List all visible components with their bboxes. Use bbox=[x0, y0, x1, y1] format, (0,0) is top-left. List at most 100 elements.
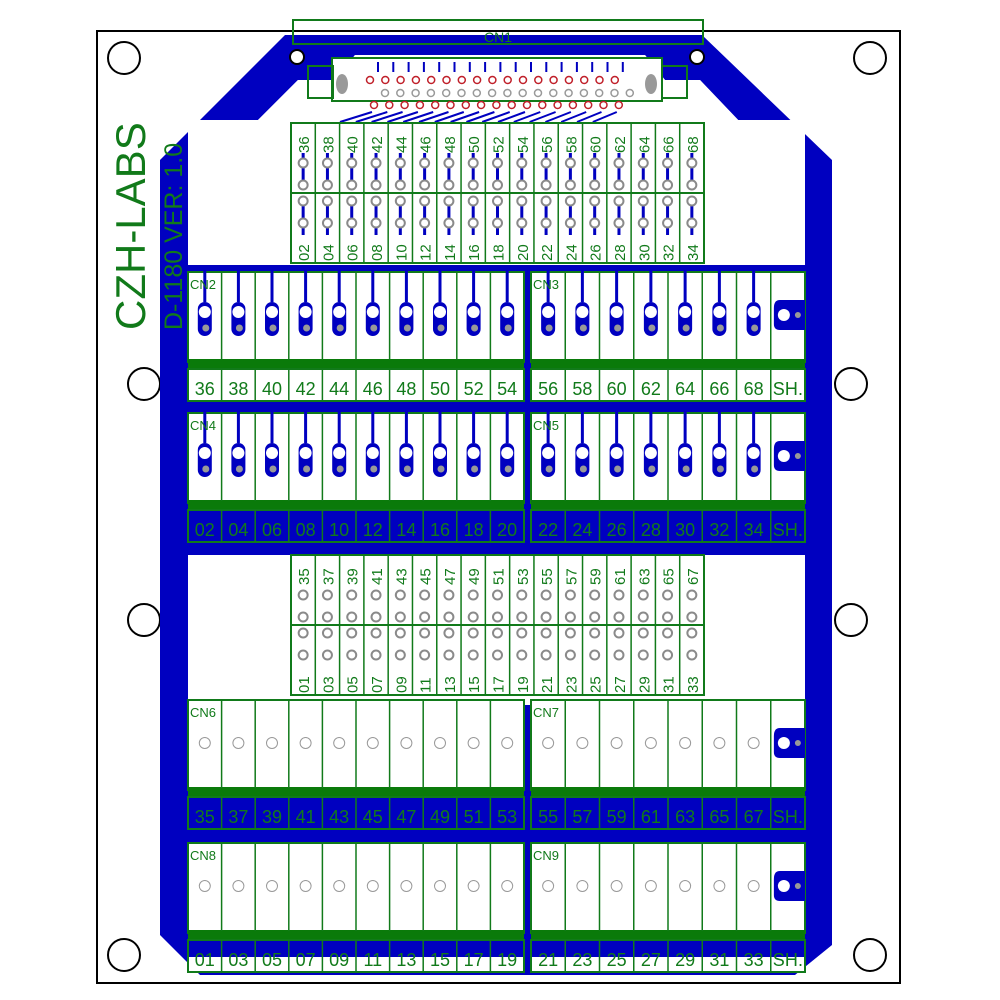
terminal-block-label: CN3 bbox=[533, 277, 559, 292]
terminal-pin-label: 23 bbox=[572, 950, 592, 970]
pin-icon bbox=[553, 100, 562, 110]
mount-hole-icon bbox=[853, 41, 887, 75]
header-pad-icon bbox=[589, 589, 601, 601]
terminal-pad-icon bbox=[644, 880, 657, 892]
terminal-block-label: CN7 bbox=[533, 705, 559, 720]
terminal-pin-label: 47 bbox=[396, 807, 416, 827]
screw-hole-icon bbox=[689, 49, 705, 65]
header-pin-label: 33 bbox=[685, 676, 702, 693]
terminal-pad-icon bbox=[576, 737, 589, 749]
header-pad-icon bbox=[297, 217, 309, 229]
cn1-label: CN1 bbox=[484, 29, 512, 45]
header-pad-icon bbox=[516, 611, 528, 623]
terminal-pin-label: 56 bbox=[538, 379, 558, 399]
pin-icon bbox=[396, 75, 405, 85]
header-pad-icon bbox=[540, 157, 552, 169]
terminal-pad-icon bbox=[333, 737, 346, 749]
terminal-pin-label: 64 bbox=[675, 379, 695, 399]
header-pin-label: 13 bbox=[442, 676, 459, 693]
pin-icon bbox=[385, 100, 394, 110]
header-pad-icon bbox=[589, 157, 601, 169]
pin-icon bbox=[369, 100, 379, 110]
terminal-pin-label: 28 bbox=[641, 520, 661, 540]
mount-hole-icon bbox=[853, 938, 887, 972]
header-pin-label: 01 bbox=[296, 676, 313, 693]
terminal-pad-icon bbox=[198, 737, 211, 749]
terminal-pin-label: 51 bbox=[464, 807, 484, 827]
header-pin-label: 10 bbox=[393, 244, 410, 261]
header-pad-icon bbox=[297, 157, 309, 169]
pin-icon bbox=[446, 100, 455, 110]
header-pad-icon bbox=[589, 649, 601, 661]
header-pad-icon bbox=[564, 649, 576, 661]
terminal-pin-label: SH. bbox=[773, 807, 803, 827]
mount-hole-icon bbox=[107, 938, 141, 972]
terminal-pad-icon bbox=[467, 737, 480, 749]
mount-hole-icon bbox=[834, 603, 868, 637]
terminal-pin-label: 58 bbox=[572, 379, 592, 399]
header-pad-icon bbox=[613, 195, 625, 207]
header-pad-icon bbox=[297, 627, 309, 639]
terminal-pad-icon bbox=[542, 737, 555, 749]
terminal-pad-icon bbox=[610, 737, 623, 749]
pin-icon bbox=[411, 75, 421, 85]
header-pad-icon bbox=[637, 157, 649, 169]
header-pad-icon bbox=[589, 627, 601, 639]
terminal-pin-label: 52 bbox=[464, 379, 484, 399]
terminal-pin-label: 60 bbox=[607, 379, 627, 399]
terminal-pin-label: 61 bbox=[641, 807, 661, 827]
terminal-block-label: CN9 bbox=[533, 848, 559, 863]
header-pad-icon bbox=[492, 627, 503, 639]
header-pad-icon bbox=[613, 157, 625, 169]
terminal-pin-label: 55 bbox=[538, 807, 558, 827]
terminal-pin-label: 45 bbox=[363, 807, 383, 827]
terminal-pin-label: 22 bbox=[538, 520, 558, 540]
header-pad-icon bbox=[370, 195, 382, 207]
terminal-pin-label: 21 bbox=[538, 950, 558, 970]
terminal-pad-icon bbox=[400, 737, 413, 749]
header-pad-icon bbox=[662, 649, 674, 661]
header-pin-label: 47 bbox=[442, 568, 459, 585]
terminal-pad-icon bbox=[266, 737, 278, 749]
header-pin-label: 61 bbox=[612, 568, 629, 585]
header-pad-icon bbox=[321, 217, 333, 229]
header-pad-icon bbox=[297, 649, 309, 661]
header-pad-icon bbox=[346, 179, 358, 191]
header-pad-icon bbox=[686, 217, 698, 229]
header-pin-label: 06 bbox=[345, 244, 362, 261]
header-pad-icon bbox=[443, 649, 455, 661]
header-pin-label: 67 bbox=[685, 568, 702, 585]
header-pad-icon bbox=[686, 157, 698, 169]
mount-hole-icon bbox=[127, 603, 161, 637]
header-pad-icon bbox=[564, 179, 576, 191]
terminal-pin-label: 42 bbox=[296, 379, 316, 399]
header-pin-label: 65 bbox=[661, 568, 678, 585]
header-pin-label: 39 bbox=[345, 568, 362, 585]
header-pad-icon bbox=[492, 195, 503, 207]
pin-icon bbox=[492, 100, 501, 110]
terminal-pin-label: 10 bbox=[329, 520, 349, 540]
header-pin-label: 60 bbox=[588, 136, 605, 153]
header-pin-label: 09 bbox=[393, 676, 410, 693]
terminal-pad-icon bbox=[679, 737, 692, 749]
header-pad-icon bbox=[492, 217, 503, 229]
header-pin-label: 16 bbox=[466, 244, 483, 261]
terminal-pad-icon bbox=[299, 737, 312, 749]
header-pin-label: 46 bbox=[418, 136, 435, 153]
terminal-pin-label: 04 bbox=[228, 520, 248, 540]
terminal-pin-label: 54 bbox=[497, 379, 517, 399]
terminal-pin-label: 13 bbox=[396, 950, 416, 970]
mount-hole-icon bbox=[834, 367, 868, 401]
terminal-pin-label: 12 bbox=[363, 520, 383, 540]
header-pin-label: 28 bbox=[612, 244, 629, 261]
header-pad-icon bbox=[394, 649, 406, 661]
terminal-pin-label: 63 bbox=[675, 807, 695, 827]
header-pin-label: 37 bbox=[320, 568, 337, 585]
terminal-pin-label: 05 bbox=[262, 950, 282, 970]
header-pad-icon bbox=[540, 627, 552, 639]
terminal-pin-label: 46 bbox=[363, 379, 383, 399]
header-pin-label: 12 bbox=[418, 244, 435, 261]
